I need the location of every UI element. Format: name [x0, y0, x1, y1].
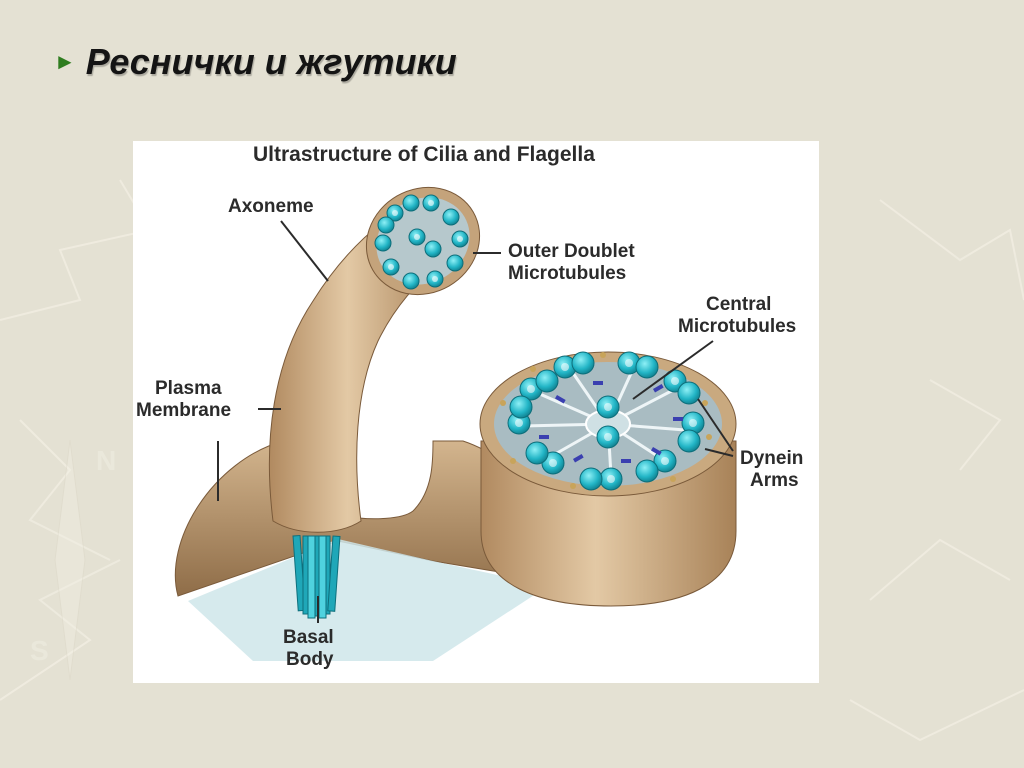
label-leader-lines: [217, 220, 734, 623]
diagram-illustration: [174, 186, 737, 661]
diagram-title: Ultrastructure of Cilia and Flagella: [253, 143, 595, 166]
slide-title-text: Реснички и жгутики: [85, 41, 457, 82]
label-axoneme: Axoneme: [228, 196, 314, 217]
label-basal-line1: Basal: [283, 627, 334, 648]
svg-text:S: S: [30, 635, 49, 666]
svg-text:N: N: [96, 445, 116, 476]
cilia-diagram: Ultrastructure of Cilia and Flagella Axo…: [133, 141, 819, 683]
label-central-line2: Microtubules: [678, 316, 797, 337]
axoneme-cross-section-large: [479, 351, 737, 607]
label-central-line1: Central: [706, 294, 772, 315]
label-outer-doublet-line1: Outer Doublet: [508, 241, 635, 262]
label-plasma-line2: Membrane: [136, 400, 232, 421]
triangle-bullet-icon: ►: [54, 49, 76, 74]
axoneme-cross-section-small: [365, 186, 481, 296]
basal-body: [292, 534, 341, 619]
label-basal-line2: Body: [286, 649, 334, 670]
label-dynein-line2: Arms: [750, 470, 799, 491]
slide-title: ► Реснички и жгутики: [54, 40, 457, 84]
label-plasma-line1: Plasma: [155, 378, 222, 399]
label-dynein-line1: Dynein: [740, 448, 804, 469]
compass-watermark: N S: [30, 439, 116, 681]
label-outer-doublet-line2: Microtubules: [508, 263, 627, 284]
